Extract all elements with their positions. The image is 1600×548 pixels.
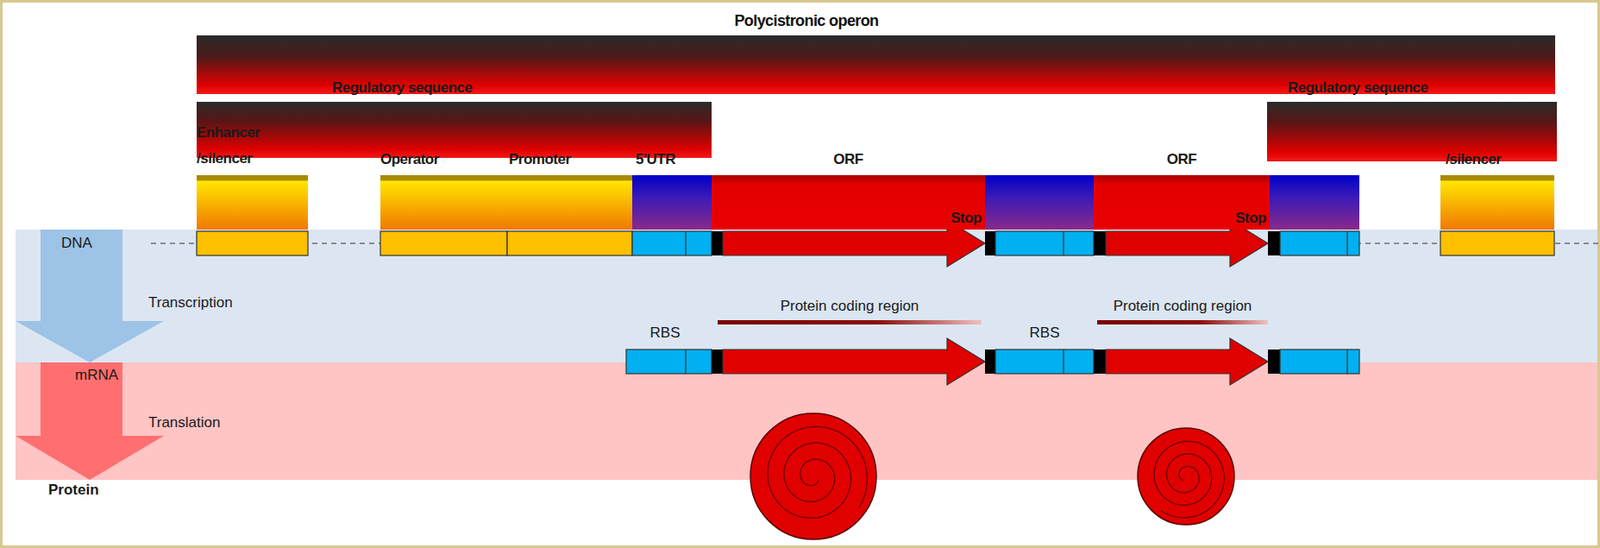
translation-arrow (15, 362, 164, 480)
regulatory-band: Regulatory sequence (1267, 101, 1557, 162)
stop-label: Stop (950, 209, 982, 227)
orf-box: ORFStop (1093, 175, 1270, 230)
codon-mark (1267, 349, 1280, 374)
part-heading: Enhancer /silencer (196, 119, 308, 172)
orf-arrow (1105, 338, 1268, 385)
utr-segment (1280, 231, 1360, 256)
codon-mark (711, 349, 723, 374)
process-label: Transcription (148, 294, 233, 312)
rbs-divider (1346, 349, 1348, 374)
transcription-arrow (15, 229, 164, 363)
utr-segment (1280, 349, 1360, 374)
region-label: Protein coding region (1113, 297, 1253, 315)
part-heading: Regulatory sequence (1287, 75, 1428, 101)
promoter-box: Promoter (507, 175, 633, 230)
part-heading: ORF (1093, 147, 1270, 172)
strand-label: DNA (61, 234, 93, 252)
utr-segment (995, 349, 1094, 374)
codon-mark (1093, 231, 1106, 256)
utr-segment (632, 231, 712, 256)
coding-region-bar (1097, 320, 1268, 325)
process-label: Translation (148, 414, 220, 432)
regulatory-segment (1440, 231, 1555, 256)
rbs-divider (684, 349, 686, 374)
diagram-title: Polycistronic operon (734, 11, 879, 31)
codon-mark (1093, 349, 1106, 374)
rbs-divider (1062, 349, 1064, 374)
rbs-divider (684, 231, 686, 256)
part-heading: Operator (380, 147, 440, 172)
codon-mark (711, 231, 723, 256)
rbs-label: RBS (1029, 324, 1061, 342)
utr-box (985, 175, 1094, 230)
regulatory-band: Regulatory sequence (196, 101, 712, 158)
regulatory-segment (196, 231, 308, 256)
coding-region-bar (717, 320, 982, 325)
strand-label: mRNA (75, 366, 119, 384)
silencer-box: /silencer (1440, 175, 1555, 230)
protein-fold (767, 426, 867, 518)
rbs-label: RBS (650, 324, 681, 342)
part-heading: /silencer (1445, 147, 1502, 172)
part-heading: ORF (711, 147, 986, 172)
rbs-divider (1062, 231, 1064, 256)
part-heading: Promoter (508, 147, 571, 172)
orf-arrow (722, 338, 986, 385)
utr-segment (995, 231, 1094, 256)
utr-box: 5'UTR (632, 175, 712, 230)
protein-blob (750, 413, 877, 540)
codon-mark (985, 349, 996, 374)
orf-box: ORFStop (711, 175, 986, 230)
codon-mark (1267, 231, 1280, 256)
product-label: Protein (48, 481, 100, 499)
utr-box (1269, 175, 1360, 230)
regulatory-segment (380, 231, 508, 256)
rbs-divider (1346, 231, 1348, 256)
enhancer-box: Enhancer /silencer (196, 175, 308, 230)
part-heading: 5'UTR (635, 147, 676, 172)
codon-mark (985, 231, 996, 256)
operator-box: Operator (380, 175, 508, 230)
part-heading: Regulatory sequence (332, 75, 472, 101)
mrna-row (626, 338, 1360, 385)
protein-blob (1137, 427, 1235, 525)
utr-segment (626, 349, 712, 374)
protein-fold (1154, 440, 1224, 517)
region-label: Protein coding region (780, 297, 920, 315)
stop-label: Stop (1235, 209, 1267, 227)
regulatory-segment (507, 231, 633, 256)
